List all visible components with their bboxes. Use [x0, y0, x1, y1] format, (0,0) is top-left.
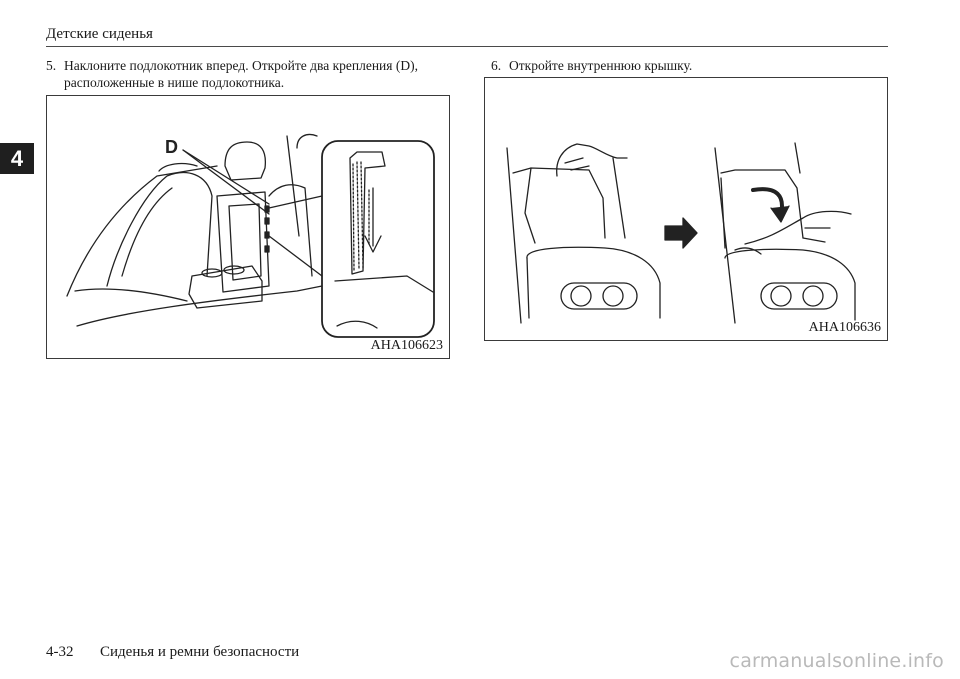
- chapter-tab[interactable]: 4: [0, 143, 34, 174]
- callout-d-label: D: [165, 137, 178, 157]
- figure-code: AHA106636: [808, 320, 881, 335]
- figure-inner-lid: AHA106636: [484, 77, 888, 341]
- inner-lid-illustration: [506, 142, 856, 324]
- armrest-seat-illustration: D: [66, 133, 435, 338]
- page-number: 4-32: [46, 644, 74, 660]
- header-rule: [46, 46, 888, 47]
- step-6: 6. Откройте внутреннюю крышку.: [491, 57, 891, 74]
- step-number: 5.: [46, 58, 57, 73]
- step-5: 5. Наклоните подлокотник вперед. Откройт…: [46, 57, 454, 91]
- step-text: Наклоните подлокотник вперед. Откройте д…: [64, 58, 418, 90]
- figure-armrest-fasteners: D AHA106623: [46, 95, 450, 359]
- figure-code: AHA106623: [370, 338, 443, 353]
- step-text: Откройте внутреннюю крышку.: [509, 58, 693, 73]
- watermark: carmanualsonline.info: [729, 650, 944, 672]
- footer-chapter-title: Сиденья и ремни безопасности: [100, 644, 300, 660]
- step-number: 6.: [491, 58, 502, 73]
- section-title: Детские сиденья: [46, 26, 153, 42]
